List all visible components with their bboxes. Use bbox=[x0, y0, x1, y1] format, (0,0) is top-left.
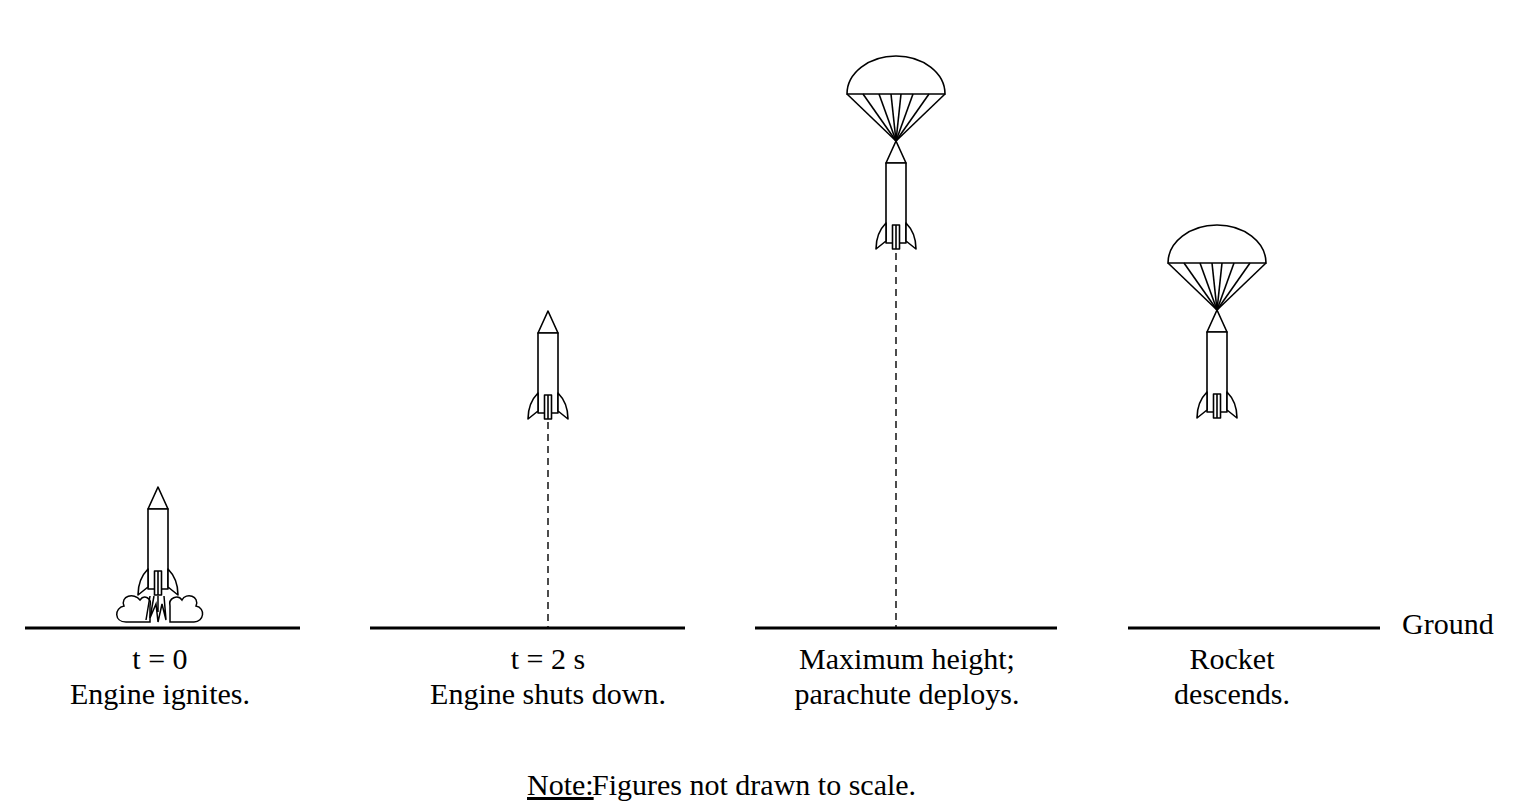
rocket-coasting bbox=[528, 311, 568, 419]
event-label: Maximum height; parachute deploys. bbox=[757, 641, 1057, 711]
exhaust-cloud bbox=[117, 596, 203, 622]
parachute bbox=[847, 56, 945, 141]
rocket-max-height bbox=[876, 141, 916, 249]
ground-label: Ground bbox=[1402, 606, 1494, 641]
note-text: Figures not drawn to scale. bbox=[592, 767, 916, 802]
rocket-descending bbox=[1197, 310, 1237, 418]
time-label: t = 0 bbox=[132, 641, 187, 676]
parachute bbox=[1168, 225, 1266, 310]
rocket-ignition bbox=[138, 487, 178, 595]
note-label: Note: bbox=[527, 767, 594, 802]
time-label: t = 2 s bbox=[511, 641, 585, 676]
event-label: Engine shuts down. bbox=[430, 676, 666, 711]
ground-line bbox=[25, 627, 1380, 630]
event-label: Rocket descends. bbox=[1147, 641, 1317, 711]
event-label: Engine ignites. bbox=[70, 676, 250, 711]
height-line bbox=[548, 253, 896, 627]
